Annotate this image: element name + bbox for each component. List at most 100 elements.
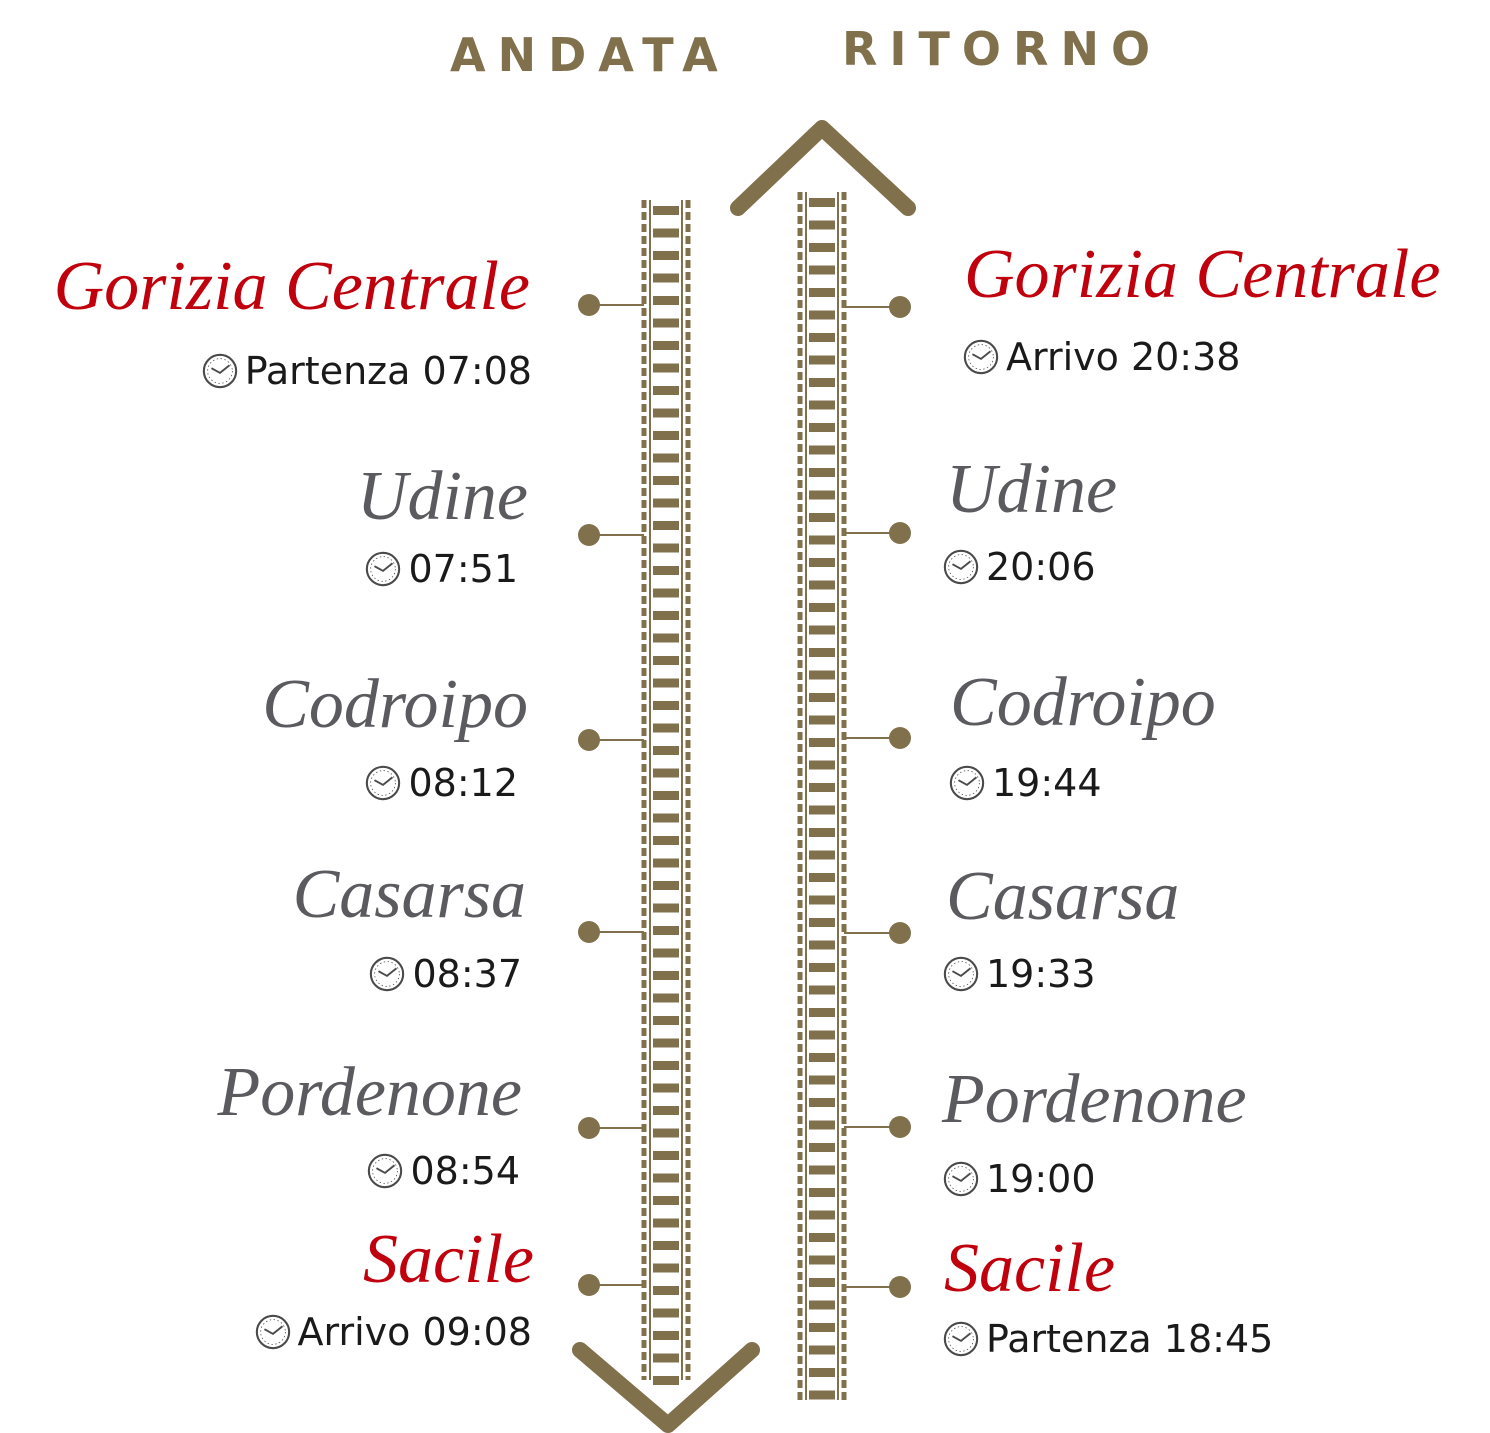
sleeper — [809, 1390, 835, 1400]
sleeper — [653, 1128, 679, 1138]
sleeper — [809, 670, 835, 680]
clock-icon — [943, 549, 979, 585]
time-text: 19:33 — [986, 952, 1096, 996]
station-name: Gorizia Centrale — [964, 236, 1441, 313]
time-text: 19:44 — [992, 761, 1102, 805]
sleeper — [653, 633, 679, 643]
sleeper — [809, 783, 835, 792]
sleeper — [653, 1038, 679, 1048]
sleeper — [809, 400, 835, 410]
sleeper — [809, 648, 835, 657]
station-name: Udine — [356, 458, 528, 535]
sleeper — [653, 858, 679, 868]
sleeper — [653, 1061, 679, 1070]
sleeper — [809, 513, 835, 522]
sleeper — [653, 1353, 679, 1363]
station-name: Pordenone — [942, 1061, 1247, 1138]
clock-icon — [370, 956, 405, 992]
station-name: Casarsa — [946, 858, 1180, 935]
station-dot — [889, 522, 911, 544]
sleeper — [809, 918, 835, 927]
sleeper — [809, 220, 835, 230]
sleeper — [653, 363, 679, 373]
sleeper — [809, 1300, 835, 1310]
sleeper — [653, 701, 679, 710]
station-dot — [889, 727, 911, 749]
sleeper — [653, 1331, 679, 1340]
sleeper — [653, 1241, 679, 1250]
sleeper — [653, 903, 679, 913]
sleeper — [653, 993, 679, 1003]
sleeper — [809, 378, 835, 387]
sleeper — [653, 791, 679, 800]
sleeper — [653, 318, 679, 328]
station-time: Arrivo 09:08 — [254, 1313, 532, 1351]
sleeper — [809, 738, 835, 747]
station-name: Udine — [946, 451, 1118, 528]
station-time: 19:44 — [948, 764, 1102, 802]
andata-track — [641, 200, 691, 1385]
sleeper — [809, 1165, 835, 1175]
sleeper — [653, 476, 679, 485]
sleeper — [809, 1075, 835, 1085]
clock-icon — [943, 1161, 979, 1197]
sleeper — [653, 881, 679, 890]
clock-icon — [943, 1321, 979, 1357]
time-text: 07:51 — [408, 547, 518, 591]
sleeper — [809, 760, 835, 770]
sleeper — [653, 1106, 679, 1115]
clock-icon — [943, 956, 979, 992]
station-time: 07:51 — [364, 550, 518, 588]
sleeper — [653, 408, 679, 418]
sleeper — [653, 431, 679, 440]
sleeper — [809, 1188, 835, 1197]
station-dot — [889, 296, 911, 318]
sleeper — [809, 1053, 835, 1062]
sleeper — [653, 746, 679, 755]
sleeper — [809, 265, 835, 275]
sleeper — [653, 251, 679, 260]
station-dot — [578, 294, 600, 316]
sleeper — [809, 1098, 835, 1107]
station-name: Codroipo — [262, 666, 528, 743]
sleeper — [653, 768, 679, 778]
clock-icon — [202, 353, 237, 389]
sleeper — [653, 723, 679, 733]
sleeper — [809, 1030, 835, 1040]
sleeper — [653, 206, 679, 215]
sleeper — [653, 836, 679, 845]
clock-icon — [255, 1314, 290, 1350]
sleeper — [809, 603, 835, 612]
sleeper — [653, 1263, 679, 1273]
time-text: Arrivo 20:38 — [1006, 335, 1241, 379]
sleeper — [809, 580, 835, 590]
sleeper — [809, 895, 835, 905]
sleeper — [809, 1120, 835, 1130]
station-time: 19:00 — [942, 1160, 1096, 1198]
sleeper — [809, 198, 835, 207]
station-time: 19:33 — [942, 955, 1096, 993]
sleeper — [653, 453, 679, 463]
sleeper — [809, 805, 835, 815]
sleeper — [809, 873, 835, 882]
clock-icon — [368, 1153, 403, 1189]
sleeper — [653, 498, 679, 508]
sleeper — [809, 1368, 835, 1377]
station-name: Sacile — [362, 1221, 534, 1298]
sleeper — [653, 1376, 679, 1385]
sleeper — [809, 963, 835, 972]
sleeper — [653, 1196, 679, 1205]
time-text: 08:54 — [410, 1149, 520, 1193]
sleeper — [653, 948, 679, 958]
station-dot — [578, 921, 600, 943]
station-time: Partenza 18:45 — [942, 1320, 1273, 1358]
sleeper — [809, 558, 835, 567]
sleeper — [809, 535, 835, 545]
sleeper — [653, 971, 679, 980]
sleeper — [809, 1008, 835, 1017]
station-time: 08:37 — [368, 955, 522, 993]
ritorno-heading: RITORNO — [842, 22, 1163, 76]
sleeper — [653, 588, 679, 598]
sleeper — [809, 940, 835, 950]
